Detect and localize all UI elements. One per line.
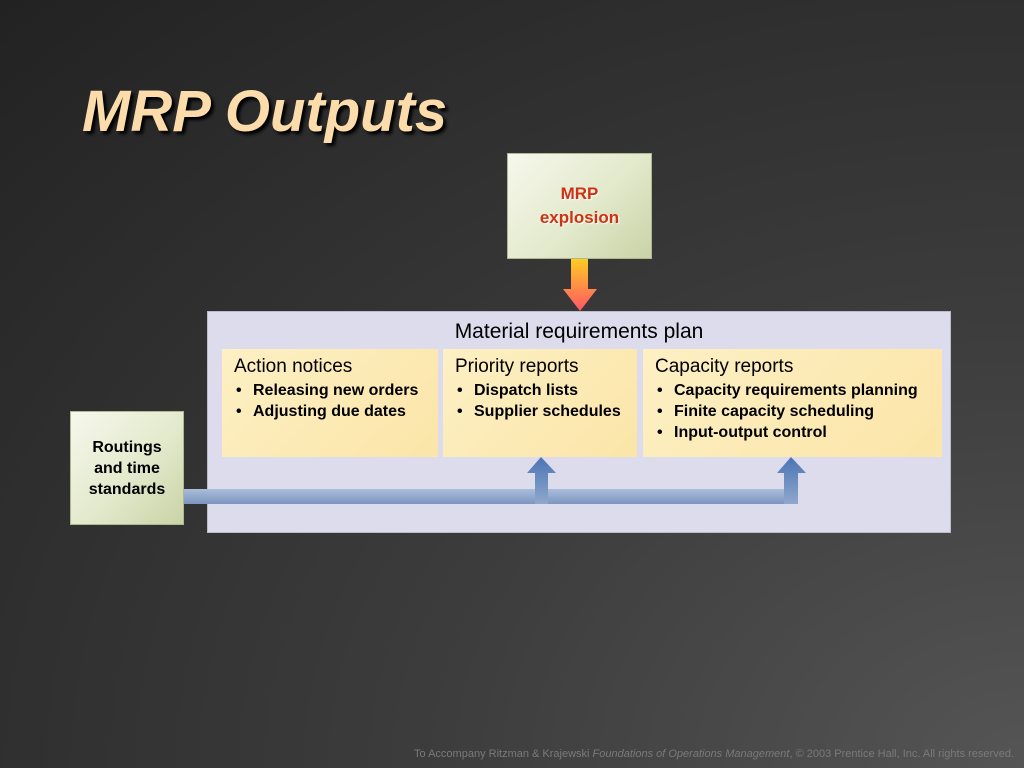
routings-line-1: Routings (92, 438, 162, 456)
footer-book: Foundations of Operations Management (592, 748, 790, 760)
footer-credit: To Accompany Ritzman & Krajewski Foundat… (414, 748, 1014, 760)
routings-line-3: standards (88, 480, 166, 498)
list-item: Input-output control (655, 422, 942, 443)
mrp-explosion-line-2: explosion (539, 208, 620, 227)
list-item: Dispatch lists (455, 380, 637, 401)
list-item: Finite capacity scheduling (655, 401, 942, 422)
footer-suffix: , © 2003 Prentice Hall, Inc. All rights … (789, 748, 1014, 760)
priority-reports-card: Priority reports Dispatch lists Supplier… (443, 349, 637, 457)
action-notices-card: Action notices Releasing new orders Adju… (222, 349, 438, 457)
card-heading: Priority reports (455, 356, 579, 377)
mrp-explosion-line-1: MRP (560, 184, 599, 203)
capacity-reports-card: Capacity reports Capacity requirements p… (643, 349, 942, 457)
card-heading: Capacity reports (655, 356, 794, 377)
list-item: Capacity requirements planning (655, 380, 942, 401)
routings-box: Routings and time standards (70, 411, 184, 525)
list-item: Adjusting due dates (234, 401, 438, 422)
material-requirements-plan-panel: Material requirements plan Action notice… (207, 311, 951, 533)
down-arrow (563, 259, 597, 311)
card-list: Releasing new orders Adjusting due dates (234, 380, 438, 422)
slide-title: MRP Outputs (82, 79, 448, 144)
mrp-explosion-box: MRP explosion (507, 153, 652, 259)
footer-prefix: To Accompany Ritzman & Krajewski (414, 748, 593, 760)
card-list: Dispatch lists Supplier schedules (455, 380, 637, 422)
plan-title: Material requirements plan (454, 320, 704, 343)
card-list: Capacity requirements planning Finite ca… (655, 380, 942, 443)
list-item: Supplier schedules (455, 401, 637, 422)
card-heading: Action notices (234, 356, 353, 377)
routings-line-2: and time (94, 459, 160, 477)
list-item: Releasing new orders (234, 380, 438, 401)
